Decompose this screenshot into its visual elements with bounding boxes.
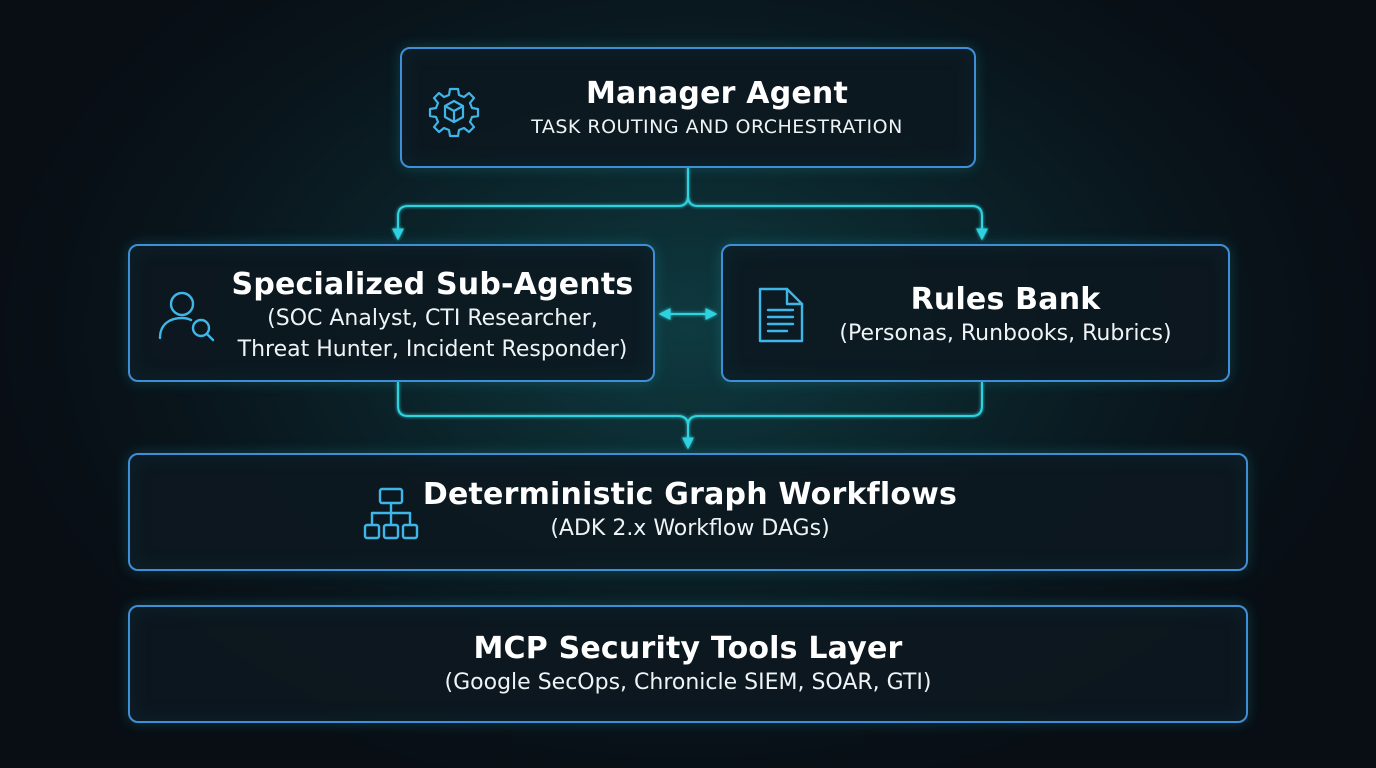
sub-agents-line-2: Threat Hunter, Incident Responder) — [237, 337, 628, 362]
connector-manager-to-rules — [687, 195, 988, 241]
hierarchy-icon — [363, 487, 419, 541]
manager-agent-box[interactable]: Manager Agent TASK ROUTING AND ORCHESTRA… — [400, 47, 976, 168]
sub-agents-line-1: (SOC Analyst, CTI Researcher, — [267, 306, 598, 331]
tools-layer-subtitle: (Google SecOps, Chronicle SIEM, SOAR, GT… — [444, 670, 932, 695]
manager-agent-title: Manager Agent — [585, 76, 849, 111]
tools-layer-box[interactable]: MCP Security Tools Layer (Google SecOps,… — [128, 605, 1248, 723]
workflows-text: Deterministic Graph Workflows (ADK 2.x W… — [420, 477, 960, 544]
connector-rules-to-merge — [687, 382, 983, 427]
workflows-title: Deterministic Graph Workflows — [422, 477, 958, 512]
sub-agents-box[interactable]: Specialized Sub-Agents (SOC Analyst, CTI… — [128, 244, 655, 382]
rules-bank-box[interactable]: Rules Bank (Personas, Runbooks, Rubrics) — [721, 244, 1230, 382]
tools-layer-text: MCP Security Tools Layer (Google SecOps,… — [130, 631, 1246, 698]
workflows-box[interactable]: Deterministic Graph Workflows (ADK 2.x W… — [128, 453, 1248, 571]
connector-manager-split — [392, 168, 689, 241]
user-search-icon — [158, 290, 216, 342]
connector-subagents-to-workflows — [397, 382, 694, 450]
sub-agents-text: Specialized Sub-Agents (SOC Analyst, CTI… — [220, 267, 645, 365]
rules-bank-text: Rules Bank (Personas, Runbooks, Rubrics) — [823, 282, 1188, 349]
manager-agent-text: Manager Agent TASK ROUTING AND ORCHESTRA… — [472, 76, 962, 143]
rules-bank-title: Rules Bank — [910, 282, 1101, 317]
tools-layer-title: MCP Security Tools Layer — [473, 631, 903, 666]
manager-agent-subtitle: TASK ROUTING AND ORCHESTRATION — [531, 116, 903, 138]
gear-cube-icon — [428, 86, 480, 138]
sub-agents-title: Specialized Sub-Agents — [231, 267, 634, 302]
workflows-subtitle: (ADK 2.x Workflow DAGs) — [550, 516, 830, 541]
rules-bank-subtitle: (Personas, Runbooks, Rubrics) — [839, 321, 1172, 346]
document-icon — [757, 286, 805, 344]
